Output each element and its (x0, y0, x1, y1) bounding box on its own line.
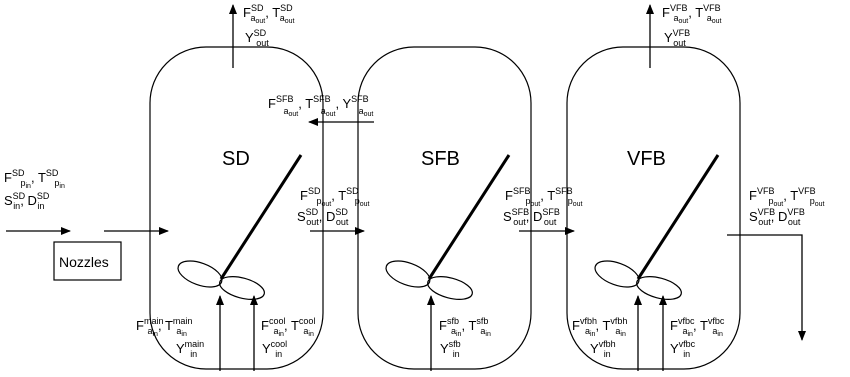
vessel-vfb-label: VFB (627, 148, 666, 170)
vfb-agitator-shaft (636, 154, 720, 280)
vessel-sfb: SFB (357, 46, 532, 370)
sfb-agitator-shaft (427, 154, 511, 280)
vessel-sfb-outline (357, 46, 532, 370)
vfb-agitator-blade-right (636, 276, 682, 300)
vessel-sd: SD (149, 46, 324, 370)
sfb-agitator-blade-right (427, 276, 473, 300)
vessel-sd-label: SD (222, 148, 250, 170)
vfb-agitator-blade-left (594, 260, 640, 288)
vessel-vfb-outline (566, 46, 741, 370)
sd-agitator-shaft (219, 154, 303, 280)
vessel-vfb: VFB (566, 46, 741, 370)
sd-agitator-blade-left (177, 260, 223, 288)
nozzles-unit: Nozzles (53, 241, 122, 281)
sd-agitator-blade-right (219, 276, 265, 300)
vessel-sd-outline (149, 46, 324, 370)
vfb-product-out-arrow (727, 234, 806, 341)
nozzles-label: Nozzles (59, 254, 109, 270)
sfb-agitator-blade-left (385, 260, 431, 288)
vessel-sfb-label: SFB (421, 148, 460, 170)
nozzles-box (53, 241, 122, 281)
